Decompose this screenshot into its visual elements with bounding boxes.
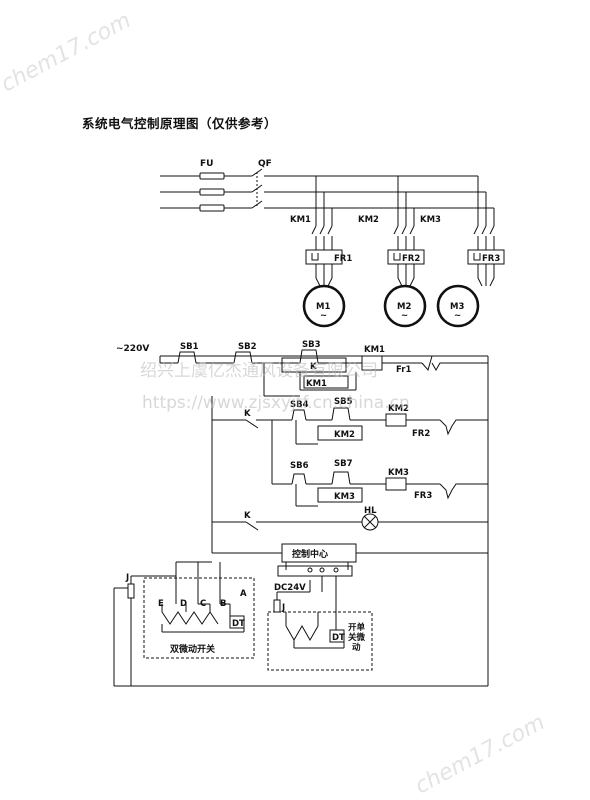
label-sb4: SB4 — [290, 400, 309, 410]
label-fr3-ctrl: FR3 — [414, 491, 432, 501]
double-microswitch-box — [143, 577, 255, 659]
label-m2: M2 — [397, 302, 411, 312]
label-fu: FU — [200, 159, 213, 169]
label-km3-coil: KM3 — [388, 468, 409, 478]
fuse-1 — [199, 172, 225, 180]
fuse-2 — [199, 188, 225, 196]
label-km1-ctrl: KM1 — [364, 345, 385, 355]
label-fr1: FR1 — [334, 254, 352, 264]
label-dt-left: DT — [232, 619, 245, 629]
contact-k-row2 — [245, 419, 272, 429]
label-j-left: J — [125, 573, 129, 583]
label-sb5: SB5 — [334, 397, 353, 407]
label-e: E — [158, 599, 164, 609]
label-fr2-ctrl: FR2 — [412, 429, 430, 439]
label-a: A — [240, 589, 247, 599]
overload-contact-fr1 — [421, 355, 488, 372]
motor-m1 — [302, 284, 346, 328]
label-tilde-m3: ~ — [454, 311, 461, 321]
label-qf: QF — [258, 159, 272, 169]
labels: FU QF KM1 KM2 KM3 FR1 FR2 FR3 M1 M2 M3 ~… — [116, 159, 500, 655]
junction-j-right — [273, 599, 281, 613]
label-fr3: FR3 — [482, 254, 500, 264]
label-km2-coil: KM2 — [388, 404, 409, 414]
label-sb7: SB7 — [334, 459, 353, 469]
page-title: 系统电气控制原理图（仅供参考） — [82, 116, 278, 131]
label-m1: M1 — [316, 302, 330, 312]
overload-contact-fr2 — [439, 419, 488, 436]
label-k-box: K — [310, 362, 317, 372]
label-dc24v: DC24V — [274, 583, 306, 593]
watermark-url: https://www.zjsxyjtf.cn.china.cn — [142, 393, 410, 413]
relay-k-box — [281, 357, 347, 373]
label-control-center: 控制中心 — [292, 548, 328, 560]
label-m3: M3 — [450, 302, 464, 312]
coil-km2-row — [385, 413, 407, 427]
label-single-switch-2: 关微 — [348, 632, 366, 643]
label-j-right: J — [281, 603, 285, 613]
label-km3: KM3 — [420, 215, 441, 225]
label-km2-hold: KM2 — [334, 430, 355, 440]
label-single-switch-1: 开单 — [348, 622, 366, 633]
label-single-switch-3: 动 — [352, 642, 361, 653]
dt-box-right — [329, 629, 345, 643]
single-microswitch-box — [267, 611, 373, 671]
label-220v: ~220V — [116, 344, 149, 354]
dt-box-left — [229, 615, 245, 629]
label-km2: KM2 — [358, 215, 379, 225]
main-circuit — [160, 168, 505, 328]
label-dt-right: DT — [332, 633, 345, 643]
junction-j-left — [127, 583, 135, 599]
label-tilde-m1: ~ — [320, 311, 327, 321]
motor-m2 — [383, 284, 427, 328]
watermark-corner-bottom: chem17.com — [411, 710, 549, 799]
label-tilde-m2: ~ — [401, 311, 408, 321]
watermark-corner-top: chem17.com — [0, 8, 135, 97]
label-k-hl: K — [244, 511, 251, 521]
overload-contact-fr3 — [439, 483, 488, 500]
motor-m3 — [436, 284, 480, 328]
label-double-switch: 双微动开关 — [170, 643, 215, 655]
label-fr2: FR2 — [402, 254, 420, 264]
label-sb1: SB1 — [180, 342, 199, 352]
contact-k-hl — [245, 521, 362, 531]
label-km1-hold: KM1 — [306, 379, 327, 389]
fuse-3 — [199, 204, 225, 212]
label-sb3: SB3 — [302, 340, 321, 350]
watermark-company: 绍兴上虞亿杰通风设备有限公司 — [140, 361, 378, 381]
label-c: C — [200, 599, 206, 609]
label-b: B — [220, 599, 226, 609]
label-km1: KM1 — [290, 215, 311, 225]
label-sb6: SB6 — [290, 461, 309, 471]
label-sb2: SB2 — [238, 342, 257, 352]
label-hl: HL — [364, 506, 377, 516]
coil-km3-row — [385, 477, 407, 491]
label-km3-hold: KM3 — [334, 492, 355, 502]
label-k-row2: K — [244, 409, 251, 419]
label-d: D — [180, 599, 187, 609]
control-circuit — [113, 349, 489, 687]
label-fr1-ctrl: Fr1 — [396, 365, 411, 375]
